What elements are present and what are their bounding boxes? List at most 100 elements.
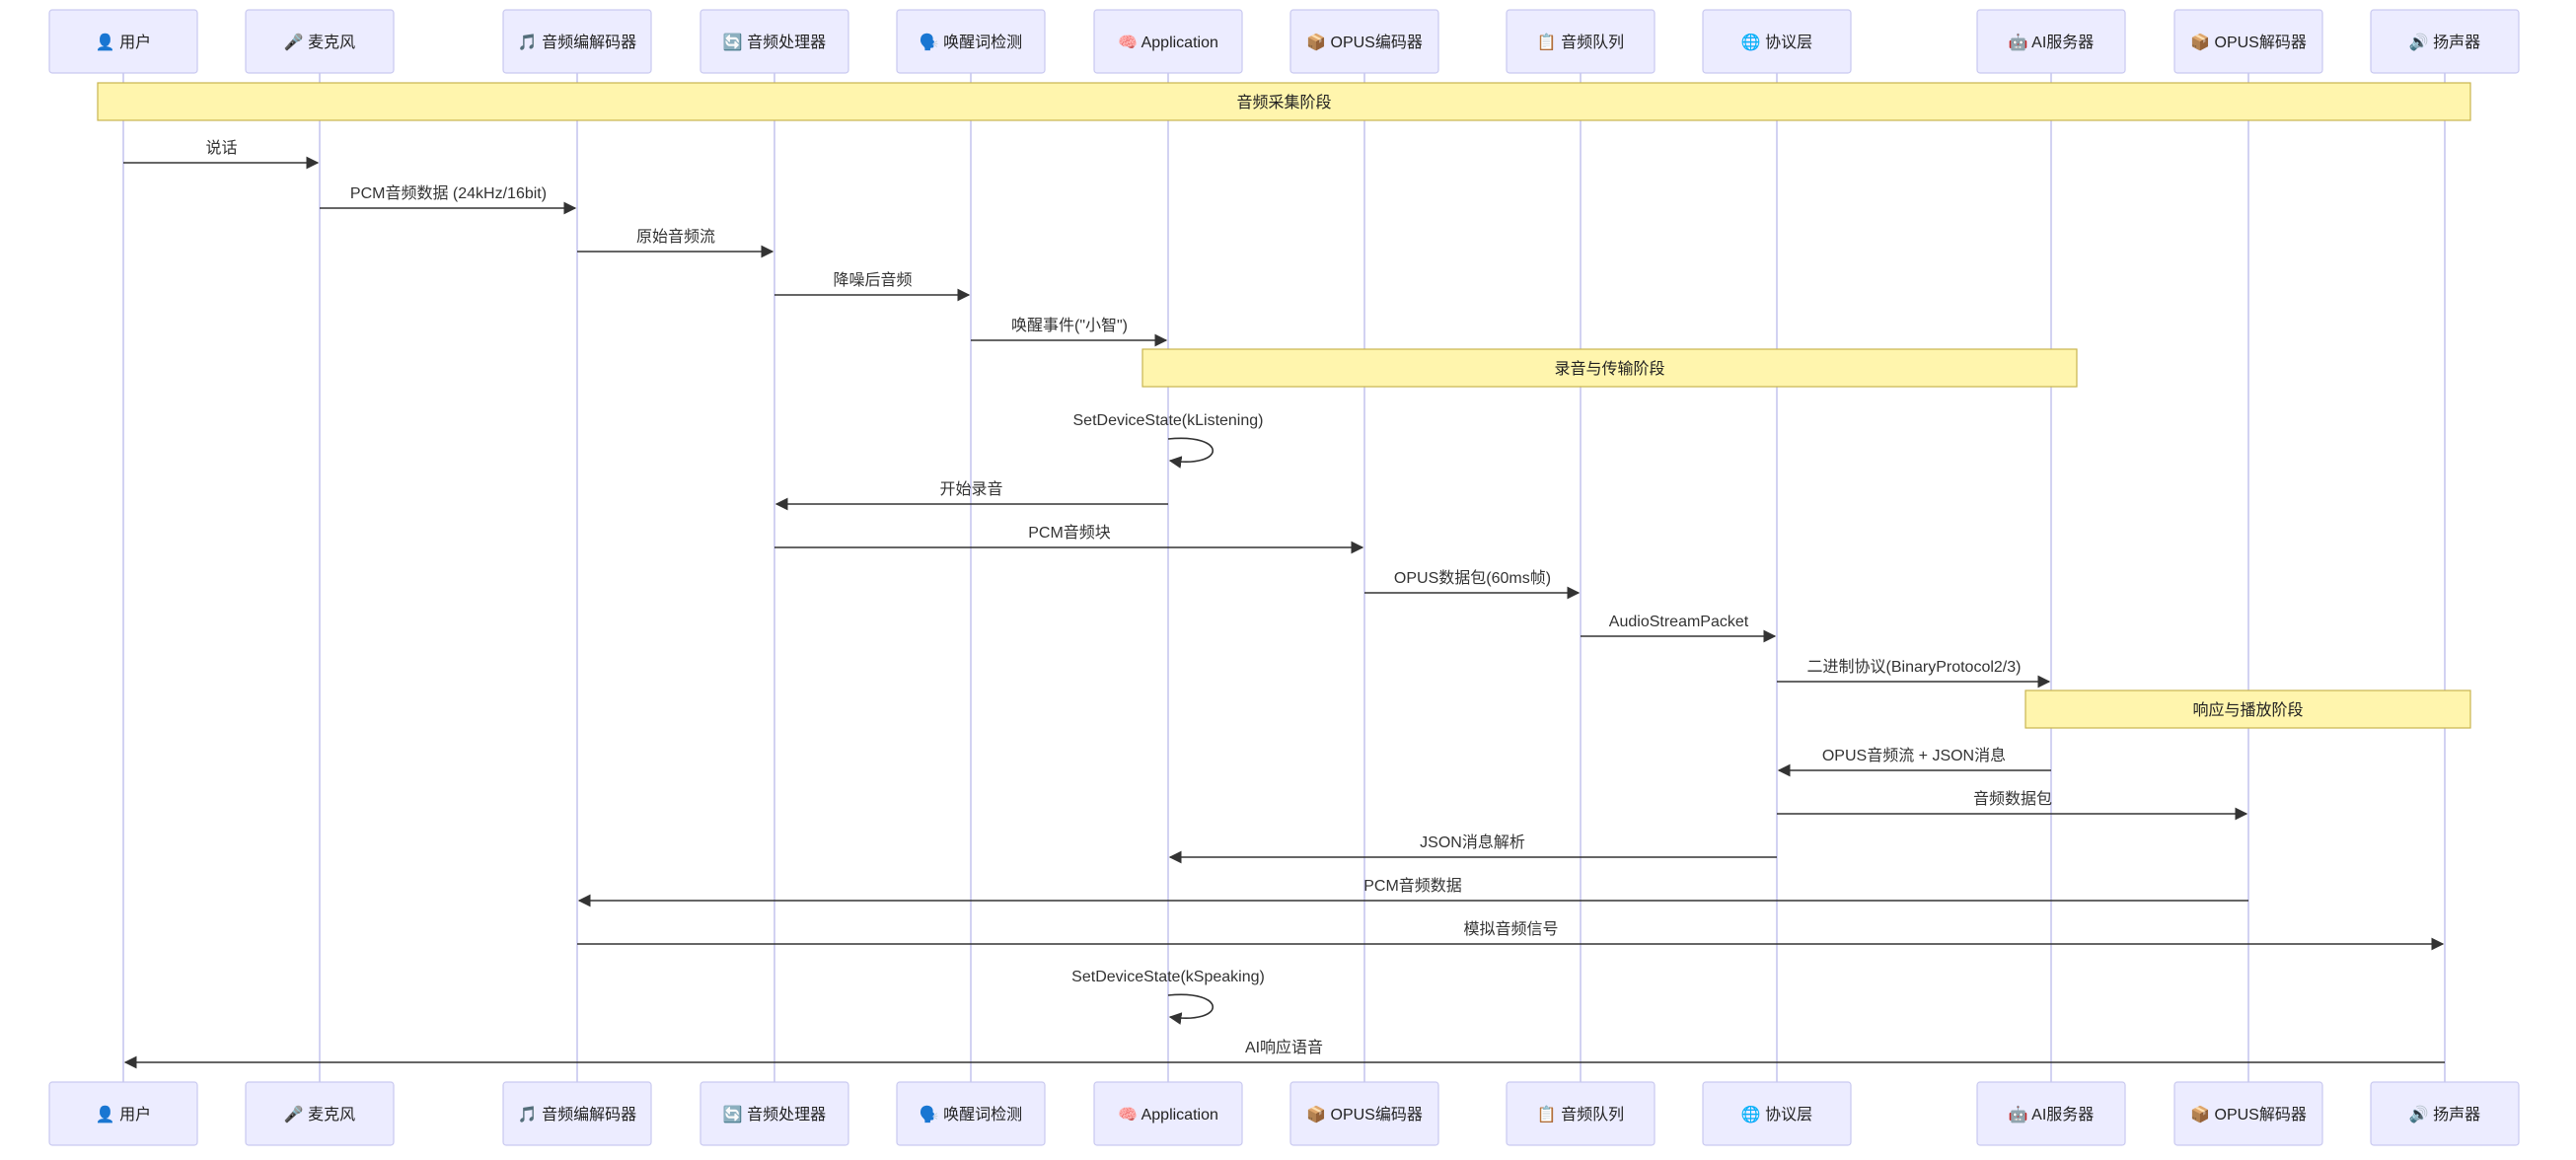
actor-box <box>1093 1081 1243 1146</box>
self-message-arrow <box>1167 437 1214 469</box>
actor-box <box>1093 9 1243 74</box>
phase-note: 响应与播放阶段 <box>2024 689 2471 729</box>
actor-label: 👤 用户 <box>96 1105 151 1124</box>
actor-label: 📦 OPUS解码器 <box>2190 1105 2307 1124</box>
actor-box <box>245 1081 395 1146</box>
actor-top-opus_dec: 📦 OPUS解码器 <box>2173 9 2323 74</box>
actor-icon: 🗣️ <box>920 1105 943 1124</box>
actor-box <box>1702 9 1852 74</box>
actor-bottom-codec: 🎵 音频编解码器 <box>502 1081 652 1146</box>
actor-name: OPUS编码器 <box>1331 34 1423 51</box>
actor-label: 🗣️ 唤醒词检测 <box>920 1105 1022 1124</box>
actor-label: 🎤 麦克风 <box>284 1105 355 1124</box>
message: OPUS音频流 + JSON消息 <box>1777 747 2051 777</box>
message: 二进制协议(BinaryProtocol2/3) <box>1777 658 2051 689</box>
actor-box <box>48 9 198 74</box>
phase-note-box <box>97 82 2471 121</box>
actor-name: OPUS解码器 <box>2215 34 2307 51</box>
actor-icon: 🤖 <box>2009 1105 2031 1124</box>
message-label: PCM音频数据 (24kHz/16bit) <box>350 184 547 202</box>
actor-name: OPUS解码器 <box>2215 1106 2307 1124</box>
phase-note-box <box>2024 689 2471 729</box>
actor-top-wake: 🗣️ 唤醒词检测 <box>896 9 1046 74</box>
actor-box <box>896 9 1046 74</box>
message: PCM音频数据 (24kHz/16bit) <box>320 184 577 215</box>
actor-label: 🗣️ 唤醒词检测 <box>920 33 1022 51</box>
message: 开始录音 <box>774 480 1168 511</box>
actor-label: 🔊 扬声器 <box>2409 1105 2480 1124</box>
actor-box <box>1506 1081 1656 1146</box>
message: 原始音频流 <box>577 228 774 258</box>
actor-box <box>1289 1081 1439 1146</box>
message: 唤醒事件("小智") <box>971 317 1168 347</box>
actor-icon: 🔊 <box>2409 33 2433 51</box>
actor-icon: 👤 <box>96 1105 119 1124</box>
message: SetDeviceState(kSpeaking) <box>1071 969 1265 1025</box>
actor-icon: 📦 <box>2190 33 2214 51</box>
actor-label: 🤖 AI服务器 <box>2009 1105 2095 1124</box>
actor-top-user: 👤 用户 <box>48 9 198 74</box>
actor-name: 扬声器 <box>2433 34 2480 51</box>
message: SetDeviceState(kListening) <box>1073 412 1264 469</box>
actor-name: 用户 <box>119 34 151 51</box>
actor-name: 协议层 <box>1765 34 1812 51</box>
actor-icon: 🎵 <box>518 34 542 51</box>
actor-icon: 👤 <box>96 33 119 51</box>
actor-icon: 🔄 <box>723 1105 747 1124</box>
message-label: 模拟音频信号 <box>1463 920 1558 938</box>
actor-name: AI服务器 <box>2031 34 2094 51</box>
message-label: JSON消息解析 <box>1420 834 1525 851</box>
actor-box <box>245 9 395 74</box>
actor-box <box>2370 1081 2520 1146</box>
actor-label: 📦 OPUS解码器 <box>2190 33 2307 51</box>
phase-note-box <box>1141 348 2078 388</box>
actor-name: 麦克风 <box>308 34 355 51</box>
actor-top-processor: 🔄 音频处理器 <box>699 9 849 74</box>
actor-label: 🔊 扬声器 <box>2409 33 2480 51</box>
actor-box <box>1702 1081 1852 1146</box>
message-label: SetDeviceState(kSpeaking) <box>1071 969 1265 985</box>
actor-label: 🔄 音频处理器 <box>723 1105 826 1124</box>
phase-note-label: 响应与播放阶段 <box>2192 700 2303 719</box>
message-label: SetDeviceState(kListening) <box>1073 412 1264 429</box>
actor-name: Application <box>1141 35 1218 51</box>
actor-label: 📦 OPUS编码器 <box>1306 1105 1423 1124</box>
actor-top-queue: 📋 音频队列 <box>1506 9 1656 74</box>
actor-name: Application <box>1141 1107 1218 1124</box>
actor-box <box>896 1081 1046 1146</box>
message: AI响应语音 <box>123 1038 2445 1069</box>
message: OPUS数据包(60ms帧) <box>1364 569 1581 600</box>
actor-box <box>699 1081 849 1146</box>
actor-top-speaker: 🔊 扬声器 <box>2370 9 2520 74</box>
lifelines <box>122 73 2446 1082</box>
actor-label: 📦 OPUS编码器 <box>1306 33 1423 51</box>
actor-bottom-ai: 🤖 AI服务器 <box>1976 1081 2126 1146</box>
actor-bottom-user: 👤 用户 <box>48 1081 198 1146</box>
actor-label: 👤 用户 <box>96 33 151 51</box>
actor-box <box>1976 1081 2126 1146</box>
actor-icon: 🔊 <box>2409 1105 2433 1124</box>
actor-name: 用户 <box>119 1106 151 1124</box>
actor-bottom-opus_enc: 📦 OPUS编码器 <box>1289 1081 1439 1146</box>
actor-bottom-app: 🧠 Application <box>1093 1081 1243 1146</box>
message: JSON消息解析 <box>1168 834 1777 864</box>
actor-bottom-opus_dec: 📦 OPUS解码器 <box>2173 1081 2323 1146</box>
actor-bottom-queue: 📋 音频队列 <box>1506 1081 1656 1146</box>
message-label: 开始录音 <box>939 480 1002 498</box>
actor-icon: 🎤 <box>284 1105 308 1124</box>
actor-box <box>502 9 652 74</box>
actor-box <box>699 9 849 74</box>
actor-icon: 📦 <box>1306 33 1330 51</box>
actor-name: OPUS编码器 <box>1331 1106 1423 1124</box>
actor-box <box>1976 9 2126 74</box>
actor-box <box>2370 9 2520 74</box>
message-label: OPUS数据包(60ms帧) <box>1394 569 1551 587</box>
actor-icon: 🌐 <box>1741 33 1765 51</box>
phase-note-label: 音频采集阶段 <box>1236 94 1331 111</box>
actor-label: 🧠 Application <box>1118 34 1218 51</box>
actor-label: 📋 音频队列 <box>1537 33 1624 51</box>
actor-bottom-speaker: 🔊 扬声器 <box>2370 1081 2520 1146</box>
message-label: 音频数据包 <box>1973 790 2052 808</box>
